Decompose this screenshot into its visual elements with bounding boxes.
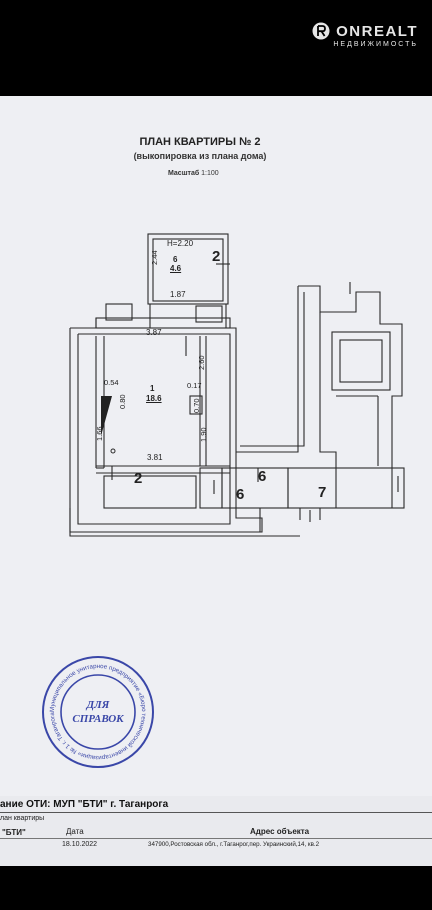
dimension-label: 0.70 [192,398,201,413]
dimension-label: 0.17 [187,381,202,390]
stamp-center-line-2: СПРАВОК [72,713,124,725]
dimension-label: 1.90 [199,427,208,442]
address-label: Адрес объекта [250,827,310,836]
room-6-area: 4.6 [170,264,182,273]
bti-stamp: Муниципальное унитарное предприятие «Бюр… [42,656,154,768]
room-1-number: 1 [150,384,155,393]
plan-label: лан квартиры [0,815,45,822]
bti-label: "БТИ" [2,828,26,837]
room-6-number: 6 [173,255,178,264]
dimension-label: 3.87 [146,328,162,337]
scale-label: Масштаб [168,170,200,177]
dimension-label: 1.66 [95,426,104,441]
stamp-ring-text: Муниципальное унитарное предприятие «Бюр… [49,663,147,761]
watermark-tagline: НЕДВИЖИМОСТЬ [333,41,418,48]
section-number: 7 [318,484,327,501]
dimension-label: 0.80 [118,394,127,409]
floor-plan-document: ПЛАН КВАРТИРЫ № 2 (выкопировка из плана … [0,96,432,866]
stair-marker [101,396,112,436]
footer-divider [0,812,432,813]
date-value: 18.10.2022 [62,841,98,848]
svg-text:Муниципальное унитарное предпр: Муниципальное унитарное предприятие «Бюр… [49,663,147,761]
section-number: 2 [134,470,143,487]
document-subtitle: (выкопировка из плана дома) [133,151,267,161]
organization-line: ание ОТИ: МУП "БТИ" г. Таганрога [0,799,169,810]
ceiling-height-label: H=2.20 [167,239,194,248]
section-number: 2 [212,248,221,265]
stamp-center-line-1: ДЛЯ [86,699,110,711]
room-1-area: 18.6 [146,394,162,403]
dimension-label: 3.81 [147,453,163,462]
date-label: Дата [66,827,84,836]
scale-value: 1:100 [201,170,219,177]
logo-icon [312,22,330,40]
dimension-label: 0.54 [104,378,119,387]
dimension-label: 1.87 [170,290,186,299]
watermark-brand: ONREALT [336,22,418,40]
section-number: 6 [258,468,267,485]
dimension-label: 2.44 [150,250,159,265]
section-number: 6 [236,486,245,503]
footer-divider [0,838,432,839]
address-value: 347900,Ростовская обл., г.Таганрог,пер. … [148,841,320,848]
floor-plan-drawing [69,233,405,537]
scale-line: Масштаб 1:100 [168,170,219,177]
footer-strip [0,796,432,866]
dimension-label: 2.60 [197,355,206,370]
watermark: ONREALT НЕДВИЖИМОСТЬ [312,22,418,48]
document-title: ПЛАН КВАРТИРЫ № 2 [139,136,261,148]
